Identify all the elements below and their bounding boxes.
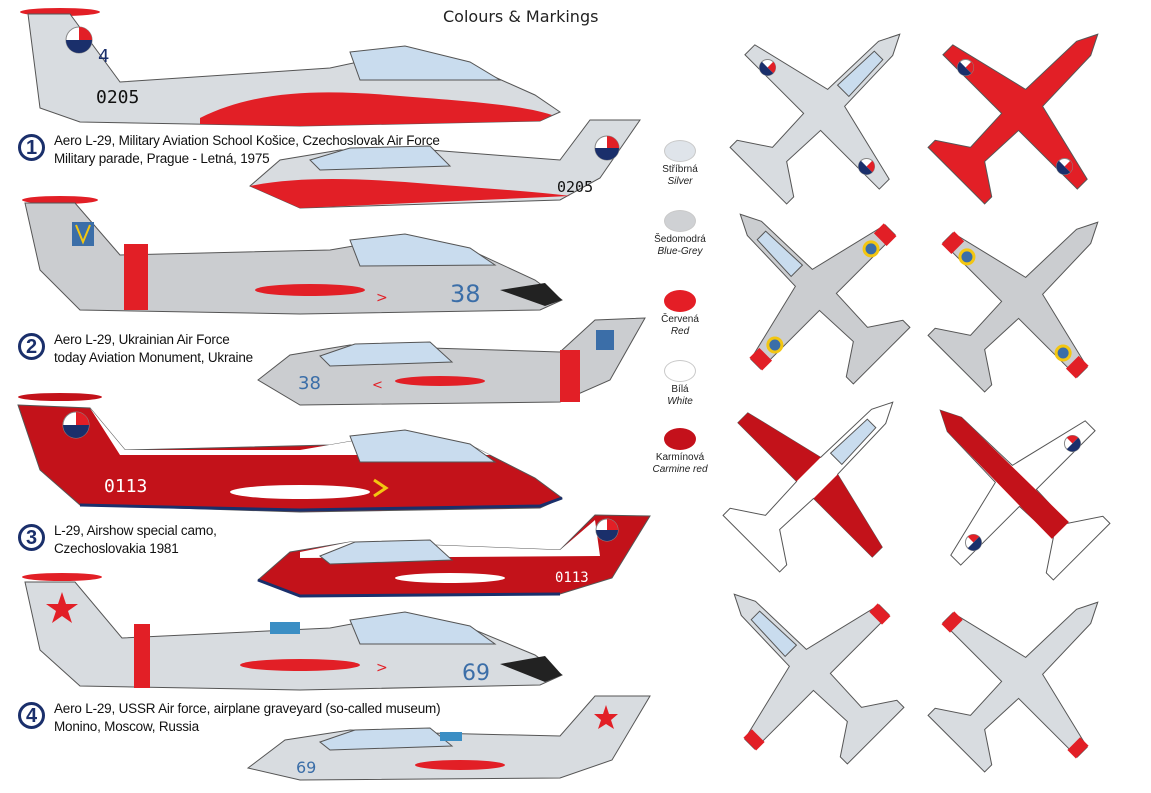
swatch-color [664, 290, 696, 312]
scheme3-code: 0113 [104, 476, 147, 497]
plan-view-scheme2-top [739, 213, 911, 385]
scheme-line2: Military parade, Prague - Letná, 1975 [54, 151, 270, 166]
scheme-line1: L-29, Airshow special camo, [54, 523, 217, 538]
swatch-name-cz: Šedomodrá [654, 234, 706, 245]
scheme1-side-view-mirror: 0205 [249, 119, 641, 209]
swatch-color [664, 140, 696, 162]
swatch-name-en: Carmine red [652, 464, 708, 475]
scheme3-code-mirror: 0113 [555, 570, 589, 586]
scheme4-side-view: > 69 [22, 573, 563, 691]
scheme1-code-mirror: 0205 [557, 178, 593, 196]
swatch-name-cz: Červená [661, 314, 699, 325]
swatch-silver: Stříbrná Silver [640, 140, 720, 188]
scheme2-code-mirror: 38 [298, 373, 321, 394]
swatch-blue-grey: Šedomodrá Blue-Grey [640, 210, 720, 258]
svg-text:<: < [372, 378, 383, 393]
scheme-line2: Czechoslovakia 1981 [54, 541, 179, 556]
swatch-color [664, 360, 696, 382]
scheme2-side-view: > 38 [22, 196, 563, 315]
scheme4-side-view-mirror: 69 [246, 695, 651, 781]
scheme1-side-view: 4 0205 [20, 8, 562, 127]
scheme-number-badge: 3 [18, 524, 45, 551]
swatch-name-en: Silver [667, 176, 693, 187]
swatch-name-en: White [667, 396, 693, 407]
swatch-carmine: Karmínová Carmine red [640, 428, 720, 476]
svg-text:>: > [376, 290, 388, 306]
scheme-line1: Aero L-29, USSR Air force, airplane grav… [54, 701, 441, 716]
swatch-color [664, 210, 696, 232]
scheme2-side-view-mirror: 38 < [257, 317, 646, 406]
page-title: Colours & Markings [443, 7, 599, 26]
scheme1-code: 0205 [96, 87, 139, 108]
swatch-color [664, 428, 696, 450]
scheme3-side-view-mirror: 0113 [257, 514, 651, 598]
scheme-line2: today Aviation Monument, Ukraine [54, 350, 253, 365]
plan-view-scheme3-top [722, 401, 894, 573]
swatch-white: Bílá White [640, 360, 720, 408]
scheme2-code: 38 [450, 280, 481, 308]
swatch-name-cz: Stříbrná [662, 164, 698, 175]
scheme3-side-view: 0113 [17, 393, 563, 513]
plan-view-scheme1-top [729, 33, 901, 205]
scheme4-code: 69 [462, 661, 490, 686]
scheme4-code-mirror: 69 [296, 758, 316, 777]
plan-view-scheme3-bottom [939, 409, 1111, 581]
swatch-name-cz: Karmínová [655, 452, 705, 463]
scheme1-tail-number: 4 [98, 46, 109, 67]
plan-view-scheme1-bottom [927, 33, 1099, 205]
plan-view-scheme2-bottom [927, 221, 1099, 393]
svg-text:>: > [376, 660, 388, 676]
scheme-line2: Monino, Moscow, Russia [54, 719, 199, 734]
swatch-name-en: Red [670, 326, 690, 337]
scheme-line1: Aero L-29, Ukrainian Air Force [54, 332, 230, 347]
scheme-number-badge: 4 [18, 702, 45, 729]
plan-view-scheme4-bottom [927, 601, 1099, 773]
swatch-name-cz: Bílá [671, 384, 689, 395]
scheme-number-badge: 2 [18, 333, 45, 360]
scheme-line1: Aero L-29, Military Aviation School Koši… [54, 133, 440, 148]
scheme-number-badge: 1 [18, 134, 45, 161]
plan-view-scheme4-top [733, 593, 905, 765]
swatch-name-en: Blue-Grey [657, 246, 703, 257]
swatch-red: Červená Red [640, 290, 720, 338]
